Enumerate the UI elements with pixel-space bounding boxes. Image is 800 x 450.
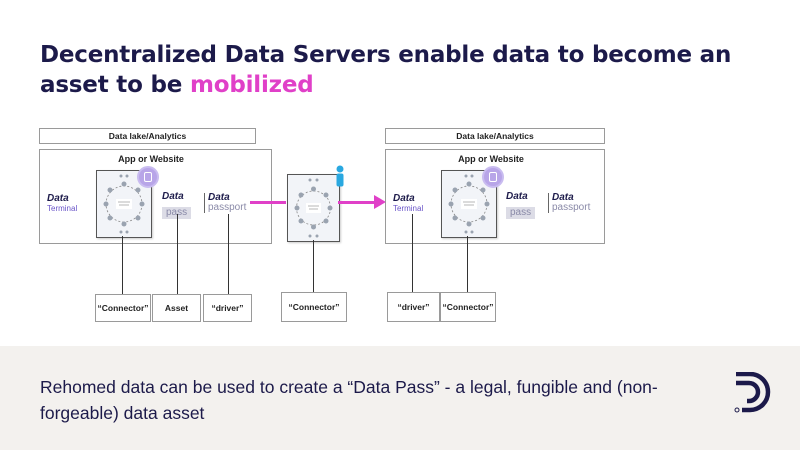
footer-band [0, 346, 800, 450]
middle-connector-node: “Connector” [281, 292, 347, 322]
server-graphic-icon [294, 178, 333, 238]
brand-logo-icon [734, 372, 771, 413]
logo-word: Data [552, 192, 574, 203]
right-data-lake-bar: Data lake/Analytics [385, 128, 605, 144]
logo-word: Data [506, 191, 528, 202]
logo-sub: pass [162, 207, 192, 219]
left-connector-line-2 [177, 214, 178, 294]
logo-word: Data [208, 192, 230, 203]
middle-data-server [287, 174, 340, 242]
logo-sub: Terminal [393, 204, 424, 213]
logo-sub: passport [208, 202, 247, 213]
right-data-terminal-logo: Data Terminal [393, 194, 423, 214]
left-connector-node: “Connector” [95, 294, 151, 322]
right-driver-node: “driver” [387, 292, 440, 322]
right-connector-line-2 [467, 236, 468, 292]
title-prefix: Decentralized Data Servers enable data t… [40, 42, 732, 98]
page-title: Decentralized Data Servers enable data t… [40, 40, 740, 100]
title-accent-word: mobilized [189, 72, 314, 98]
logo-word: Data [47, 193, 69, 204]
left-app-label: App or Website [118, 154, 184, 164]
right-connector-line-1 [412, 214, 413, 292]
left-connector-line-3 [228, 214, 229, 294]
pink-link-left [250, 201, 286, 204]
right-lock-icon [482, 166, 504, 188]
left-data-terminal-logo: Data Terminal [47, 194, 77, 214]
left-lock-icon [137, 166, 159, 188]
server-graphic-icon [103, 174, 145, 234]
right-app-label: App or Website [458, 154, 524, 164]
person-icon [336, 165, 344, 187]
logo-sub: passport [552, 202, 591, 213]
left-driver-node: “driver” [203, 294, 252, 322]
server-graphic-icon [448, 174, 490, 234]
footer-text: Rehomed data can be used to create a “Da… [40, 377, 658, 423]
left-data-lake-bar: Data lake/Analytics [39, 128, 256, 144]
logo-sub: pass [506, 207, 536, 219]
logo-word: Data [393, 193, 415, 204]
left-connector-line-1 [122, 236, 123, 294]
logo-word: Data [162, 191, 184, 202]
left-data-pass-logo: Data pass [162, 191, 192, 220]
middle-connector-line [313, 240, 314, 292]
right-connector-node: “Connector” [440, 292, 496, 322]
arrow-icon [374, 195, 386, 209]
pink-link-right [338, 201, 376, 204]
left-app-panel [39, 149, 272, 244]
right-data-pass-logo: Data pass [506, 191, 536, 220]
logo-sub: Terminal [47, 204, 78, 213]
left-asset-node: Asset [152, 294, 201, 322]
right-data-passport-logo: Data passport [548, 193, 590, 213]
left-data-passport-logo: Data passport [204, 193, 246, 213]
